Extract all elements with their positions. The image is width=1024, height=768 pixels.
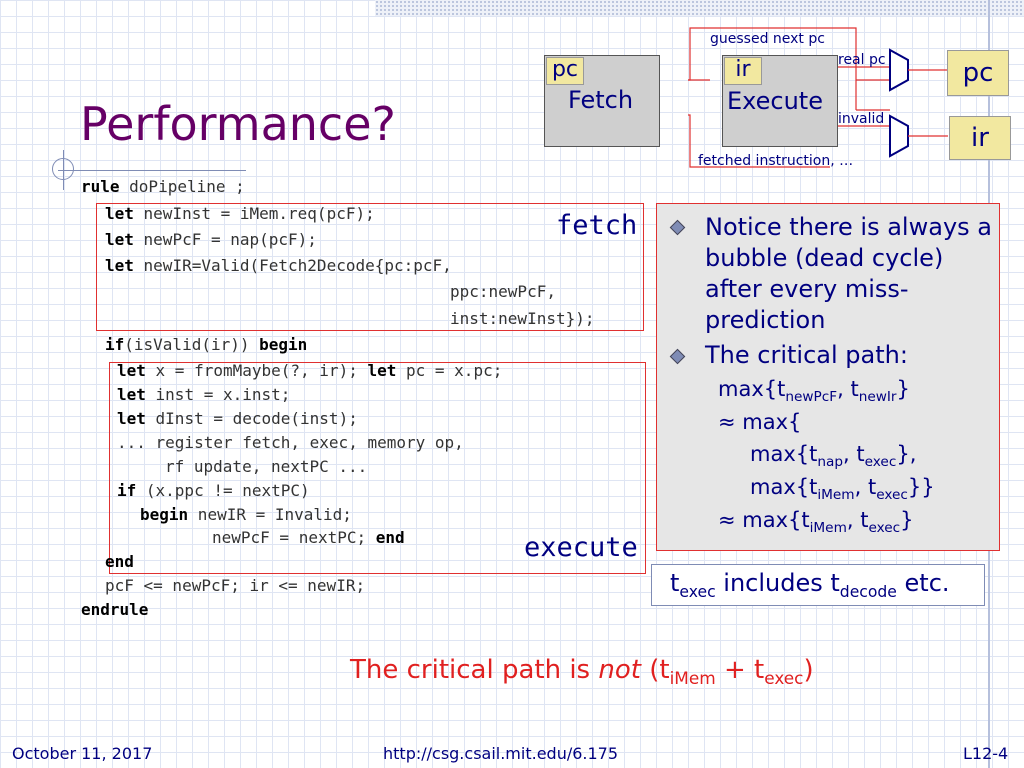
notice-box: Notice there is always a bubble (dead cy… bbox=[656, 203, 1000, 551]
fetch-pc-register: pc bbox=[546, 57, 584, 85]
pc-register: pc bbox=[947, 50, 1009, 96]
code-line-let-dinst: let dInst = decode(inst); bbox=[117, 409, 358, 428]
execute-code-box bbox=[109, 362, 646, 574]
code-line-newpcf-nextpc: newPcF = nextPC; end bbox=[212, 528, 405, 547]
max-imem-exec: max{tiMem, texec}} bbox=[750, 475, 935, 504]
code-line-newir: let newIR=Valid(Fetch2Decode{pc:pcF, bbox=[105, 256, 452, 275]
code-line-inst: inst:newInst}); bbox=[450, 309, 595, 328]
max-newpcf-newir: max{tnewPcF, tnewIr} bbox=[718, 377, 910, 406]
code-line-newpcf: let newPcF = nap(pcF); bbox=[105, 230, 317, 249]
slide-title: Performance? bbox=[80, 97, 396, 151]
ir-mux bbox=[889, 114, 909, 158]
notice-bullet-1: Notice there is always a bubble (dead cy… bbox=[705, 213, 992, 334]
texec-note-box: texec includes tdecode etc. bbox=[651, 564, 985, 606]
code-line-rf-update: rf update, nextPC ... bbox=[165, 457, 368, 476]
fetch-label: Fetch bbox=[568, 86, 634, 114]
execute-label-code: execute bbox=[524, 532, 638, 563]
title-decoration-circle bbox=[52, 158, 74, 180]
footer-url: http://csg.csail.mit.edu/6.175 bbox=[383, 744, 619, 763]
pipeline-diagram bbox=[688, 27, 948, 168]
code-line-begin-newir: begin newIR = Invalid; bbox=[140, 505, 352, 524]
code-line-if-valid: if(isValid(ir)) begin bbox=[105, 335, 308, 354]
execute-ir-register: ir bbox=[724, 57, 762, 85]
guessed-next-pc-label: guessed next pc bbox=[710, 31, 825, 47]
code-line-newinst: let newInst = iMem.req(pcF); bbox=[105, 204, 375, 223]
bullet-diamond-icon bbox=[669, 219, 686, 236]
bullet-diamond-icon bbox=[669, 348, 686, 365]
fetched-instruction-label: fetched instruction, … bbox=[698, 153, 854, 169]
code-line-let-inst: let inst = x.inst; bbox=[117, 385, 291, 404]
code-line-let-x: let x = fromMaybe(?, ir); let pc = x.pc; bbox=[117, 361, 503, 380]
code-line-end: end bbox=[105, 552, 134, 571]
max-nap-exec: max{tnap, texec}, bbox=[750, 442, 917, 471]
execute-label: Execute bbox=[727, 87, 823, 115]
approx-max-open: ≈ max{ bbox=[718, 410, 802, 434]
execute-unit bbox=[722, 55, 838, 147]
code-line-rule: rule doPipeline ; bbox=[81, 177, 245, 196]
texec-note: texec includes tdecode etc. bbox=[670, 569, 950, 601]
footer-page-number: L12-4 bbox=[963, 744, 1009, 763]
code-line-ppc: ppc:newPcF, bbox=[450, 282, 556, 301]
code-line-assign: pcF <= newPcF; ir <= newIR; bbox=[105, 576, 366, 595]
code-line-register-fetch: ... register fetch, exec, memory op, bbox=[117, 433, 464, 452]
title-underline bbox=[58, 170, 246, 171]
ir-register: ir bbox=[949, 116, 1011, 160]
critical-path-statement: The critical path is not (tiMem + texec) bbox=[350, 655, 814, 689]
pc-mux bbox=[889, 48, 909, 92]
code-line-if-ppc: if (x.ppc != nextPC) bbox=[117, 481, 310, 500]
footer-date: October 11, 2017 bbox=[12, 744, 153, 763]
invalid-label: invalid bbox=[838, 111, 885, 127]
code-line-endrule: endrule bbox=[81, 600, 149, 619]
notice-bullet-2: The critical path: bbox=[705, 341, 908, 369]
real-pc-label: real pc bbox=[838, 52, 886, 68]
top-decoration-band bbox=[375, 0, 1024, 16]
fetch-code-box bbox=[96, 203, 644, 331]
approx-max-imem-exec: ≈ max{tiMem, texec} bbox=[718, 508, 914, 537]
fetch-label-code: fetch bbox=[556, 210, 638, 241]
